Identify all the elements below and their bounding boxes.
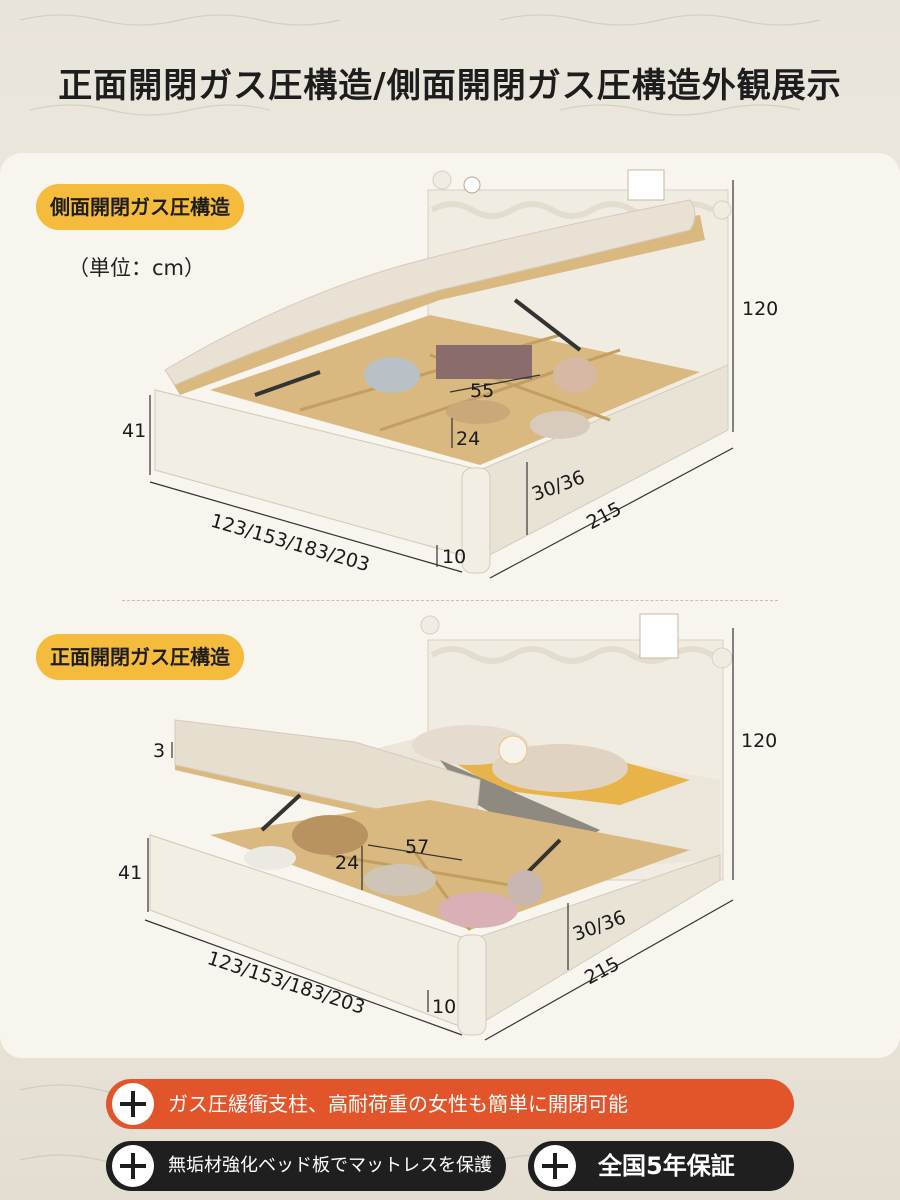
plus-icon	[112, 1145, 154, 1187]
feature-board-text: 無垢材強化ベッド板でマットレスを保護	[168, 1155, 492, 1176]
dim-bottom-compartment-width: 57	[405, 836, 430, 858]
dim-top-compartment-depth: 24	[456, 428, 481, 450]
plus-icon	[534, 1145, 576, 1187]
dim-top-height-total: 120	[742, 298, 779, 320]
feature-warranty-bar: 全国5年保証	[528, 1141, 794, 1191]
page-title: 正面開閉ガス圧構造/側面開閉ガス圧構造外観展示	[58, 66, 842, 106]
dim-top-compartment-width: 55	[470, 380, 495, 402]
dim-bottom-clearance: 10	[432, 996, 457, 1018]
unit-label: （単位：cm）	[68, 256, 206, 280]
dim-top-height-side: 41	[122, 420, 147, 442]
dim-bottom-compartment-depth: 24	[335, 852, 360, 874]
feature-warranty-text: 全国5年保証	[598, 1152, 735, 1180]
dim-bottom-height-total: 120	[741, 730, 778, 752]
dim-bottom-height-side: 41	[118, 862, 143, 884]
dim-top-clearance: 10	[442, 546, 467, 568]
plus-icon	[112, 1083, 154, 1125]
dim-bottom-board: 3	[153, 740, 166, 762]
section-label-side-opening: 側面開閉ガス圧構造	[36, 184, 244, 230]
section-label-front-opening: 正面開閉ガス圧構造	[36, 634, 244, 680]
feature-gas-strut-text: ガス圧緩衝支柱、高耐荷重の女性も簡単に開閉可能	[168, 1092, 628, 1116]
section-divider	[122, 600, 778, 601]
feature-gas-strut-bar: ガス圧緩衝支柱、高耐荷重の女性も簡単に開閉可能	[106, 1079, 794, 1129]
feature-board-bar: 無垢材強化ベッド板でマットレスを保護	[106, 1141, 506, 1191]
